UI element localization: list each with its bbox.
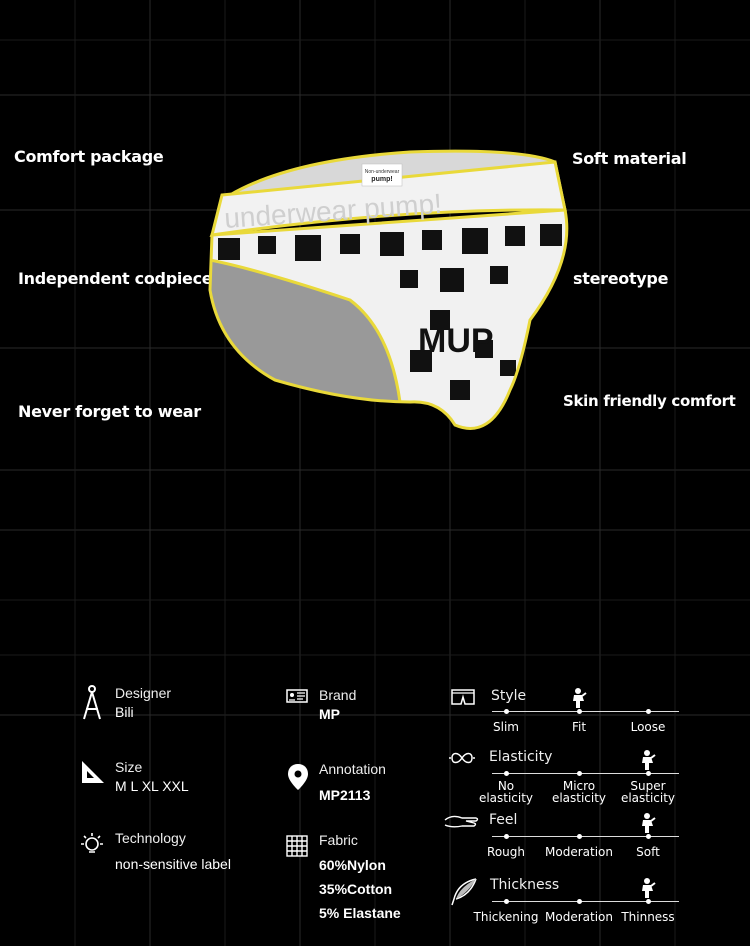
fabric-value-cotton: 35%Cotton [319, 881, 393, 897]
feel-scale-line [492, 836, 679, 837]
feature-skin-friendly: Skin friendly comfort [563, 392, 736, 410]
style-scale-dot [504, 709, 509, 714]
thickness-option-label: Moderation [545, 910, 613, 924]
fabric-value-elastane: 5% Elastane [319, 905, 401, 921]
spec-technology: Technology non-sensitive label [78, 830, 278, 875]
feel-option-label: Rough [487, 845, 525, 859]
selected-marker-icon [640, 812, 656, 838]
thickness-scale-dot [646, 899, 651, 904]
elasticity-title: Elasticity [489, 749, 553, 765]
hand-icon [444, 815, 479, 828]
feather-icon [451, 878, 477, 906]
compass-icon [83, 685, 101, 720]
feel-scale-dot [504, 834, 509, 839]
style-scale-line [492, 711, 679, 712]
location-pin-icon [288, 764, 308, 790]
thickness-option-label: Thickening [473, 910, 539, 924]
fabric-label: Fabric [319, 832, 358, 848]
feel-option-label: Moderation [545, 845, 613, 859]
bulb-icon [81, 833, 103, 853]
feature-soft-material: Soft material [572, 149, 687, 168]
designer-label: Designer [115, 685, 172, 701]
spec-brand: Brand MP [285, 687, 435, 732]
spec-annotation: Annotation MP2113 [285, 761, 435, 806]
selected-marker-icon [640, 877, 656, 903]
feature-comfort-package: Comfort package [14, 147, 164, 166]
spec-fabric: Fabric 60%Nylon 35%Cotton 5% Elastane [285, 832, 435, 927]
selected-marker-icon [640, 749, 656, 775]
brand-value: MP [319, 706, 340, 722]
brand-label: Brand [319, 687, 357, 703]
boxer-icon [451, 689, 475, 705]
style-title: Style [491, 688, 527, 704]
style-option-label: Fit [571, 720, 587, 734]
grid-icon [286, 835, 308, 857]
feature-independent-codpiece: Independent codpiece [18, 269, 213, 288]
print-text: MUP [418, 322, 494, 360]
style-option-label: Loose [630, 720, 666, 734]
set-square-icon [82, 761, 104, 783]
underwear-product-image: MUP underwear pump! Non-underwear pump! [208, 149, 569, 430]
elasticity-scale-line [492, 773, 679, 774]
annotation-label: Annotation [319, 761, 386, 777]
infinity-icon [449, 752, 475, 764]
feel-title: Feel [489, 812, 518, 828]
thickness-option-label: Thinness [621, 910, 675, 924]
elasticity-scale-dot [646, 771, 651, 776]
scale-feel: Feel Rough Moderation Soft [444, 810, 689, 860]
style-scale-dot [577, 709, 582, 714]
feel-scale-dot [646, 834, 651, 839]
annotation-value: MP2113 [319, 787, 371, 803]
style-scale-dot [646, 709, 651, 714]
thickness-scale-line [492, 901, 679, 902]
elasticity-scale-dot [577, 771, 582, 776]
size-label: Size [115, 759, 143, 775]
tag-line-2: pump! [371, 176, 392, 183]
selected-marker-icon [571, 687, 587, 713]
feature-stereotype: stereotype [573, 269, 669, 288]
id-card-icon [286, 689, 308, 703]
feel-option-label: Soft [636, 845, 660, 859]
spec-size: Size M L XL XXL [78, 759, 258, 804]
feature-never-forget: Never forget to wear [18, 402, 201, 421]
scale-thickness: Thickness Thickening Moderation Thinness [444, 875, 689, 925]
feel-scale-dot [577, 834, 582, 839]
thickness-scale-dot [504, 899, 509, 904]
technology-value: non-sensitive label [115, 856, 231, 872]
spec-designer: Designer Bili [78, 685, 258, 730]
style-option-label: Slim [493, 720, 519, 734]
elasticity-scale-dot [504, 771, 509, 776]
technology-label: Technology [115, 830, 186, 846]
scale-style: Style Slim Fit Loose [444, 686, 689, 736]
thickness-title: Thickness [490, 877, 560, 893]
thickness-scale-dot [577, 899, 582, 904]
tag-line-1: Non-underwear [365, 169, 400, 175]
designer-value: Bili [115, 704, 134, 720]
size-value: M L XL XXL [115, 778, 189, 794]
fabric-value-nylon: 60%Nylon [319, 857, 386, 873]
